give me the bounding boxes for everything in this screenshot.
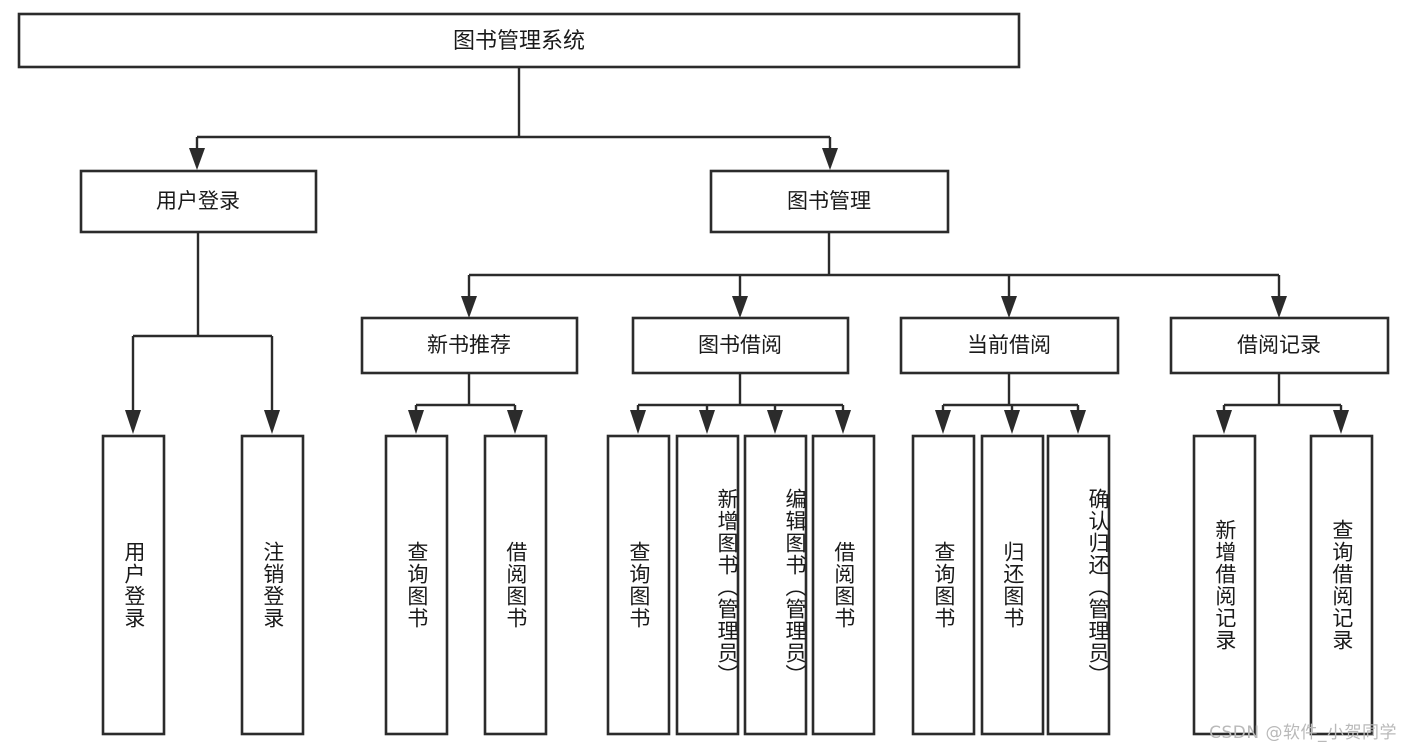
node-current-borrow[interactable]: 当前借阅: [899, 316, 1120, 375]
node-new-book-recommend[interactable]: 新书推荐: [360, 316, 579, 375]
arrow-head-icon: [1001, 296, 1017, 318]
node-box: [899, 316, 1120, 375]
leaf-box-query-book-2[interactable]: [606, 434, 671, 736]
node-book-borrow[interactable]: 图书借阅: [631, 316, 850, 375]
leaf-box-confirm-return-admin[interactable]: [1046, 434, 1111, 736]
leaf-box-borrow-book-1[interactable]: [483, 434, 548, 736]
connector-root-to-level2: [189, 67, 838, 170]
arrow-head-icon: [767, 410, 783, 434]
node-box: [17, 12, 1021, 69]
node-root-book-management-system[interactable]: 图书管理系统: [17, 12, 1021, 69]
leaf-box-query-borrow-record[interactable]: [1309, 434, 1374, 736]
node-label: 图书借阅: [698, 333, 782, 357]
node-label: 图书管理: [787, 189, 871, 213]
arrow-head-icon: [264, 410, 280, 434]
arrow-head-icon: [699, 410, 715, 434]
arrow-head-icon: [125, 410, 141, 434]
arrow-head-icon: [1333, 410, 1349, 434]
arrow-head-icon: [1004, 410, 1020, 434]
node-label: 新书推荐: [427, 333, 511, 357]
arrow-head-icon: [1271, 296, 1287, 318]
node-borrow-record[interactable]: 借阅记录: [1169, 316, 1390, 375]
node-label: 当前借阅: [967, 333, 1051, 357]
arrow-head-icon: [507, 410, 523, 434]
leaf-box-query-book-1[interactable]: [384, 434, 449, 736]
leaf-box-add-borrow-record[interactable]: [1192, 434, 1257, 736]
node-box: [631, 316, 850, 375]
arrow-head-icon: [630, 410, 646, 434]
arrow-head-icon: [835, 410, 851, 434]
node-label: 借阅记录: [1237, 333, 1321, 357]
connector-newbook-to-leaves: [408, 373, 523, 434]
arrow-head-icon: [408, 410, 424, 434]
arrow-head-icon: [822, 148, 838, 170]
arrow-head-icon: [935, 410, 951, 434]
leaf-box-return-book[interactable]: [980, 434, 1045, 736]
node-box: [709, 169, 950, 234]
connector-bookmgmt-to-level3: [461, 232, 1287, 318]
leaf-box-add-book-admin[interactable]: [675, 434, 740, 736]
arrow-head-icon: [461, 296, 477, 318]
node-box: [360, 316, 579, 375]
connector-borrowrecord-to-leaves: [1216, 373, 1349, 434]
connector-bookborrow-to-leaves: [630, 373, 851, 434]
node-user-login[interactable]: 用户登录: [79, 169, 318, 234]
arrow-head-icon: [1216, 410, 1232, 434]
arrow-head-icon: [732, 296, 748, 318]
node-book-management[interactable]: 图书管理: [709, 169, 950, 234]
node-label: 图书管理系统: [453, 29, 585, 54]
node-box: [79, 169, 318, 234]
leaf-box-borrow-book-2[interactable]: [811, 434, 876, 736]
leaf-box-logout[interactable]: [240, 434, 305, 736]
leaf-box-query-book-3[interactable]: [911, 434, 976, 736]
arrow-head-icon: [1070, 410, 1086, 434]
node-label: 用户登录: [156, 189, 240, 213]
leaf-box-user-login[interactable]: [101, 434, 166, 736]
connector-currentborrow-to-leaves: [935, 373, 1086, 434]
leaf-box-edit-book-admin[interactable]: [743, 434, 808, 736]
csdn-watermark: CSDN @软件_小贺同学: [1209, 723, 1397, 743]
connector-userlogin-to-leaves: [125, 232, 280, 434]
arrow-head-icon: [189, 148, 205, 170]
node-box: [1169, 316, 1390, 375]
